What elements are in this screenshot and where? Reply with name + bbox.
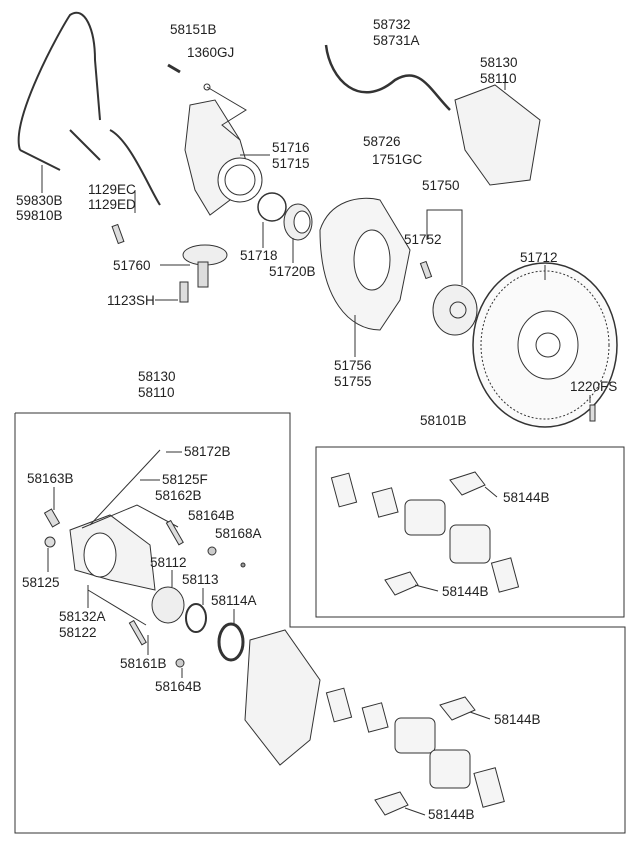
part-label: 58130 xyxy=(138,369,176,384)
part-label: 51720B xyxy=(269,264,316,279)
part-label: 58144B xyxy=(428,807,475,822)
part-label: 58125F xyxy=(162,472,208,487)
part-label: 1129EC xyxy=(88,182,136,197)
part-label: 58101B xyxy=(420,413,467,428)
part-label: 58161B xyxy=(120,656,167,671)
part-label: 51750 xyxy=(422,178,460,193)
part-label: 58144B xyxy=(494,712,541,727)
part-label: 59830B xyxy=(16,193,63,208)
bolt-1220FS xyxy=(589,404,596,422)
part-label: 58122 xyxy=(59,625,97,640)
part-label: 1751GC xyxy=(372,152,423,167)
nut-1360GJ xyxy=(203,83,211,91)
bolt-1123SH xyxy=(179,281,189,303)
part-label: 58732 xyxy=(373,17,411,32)
part-label: 1129ED xyxy=(88,197,136,212)
part-label: 51718 xyxy=(240,248,278,263)
piston xyxy=(151,586,185,624)
part-label: 59810B xyxy=(16,208,63,223)
part-label: 58164B xyxy=(188,508,235,523)
caliper-group-box xyxy=(14,412,626,834)
hub-bolt xyxy=(419,260,433,280)
part-label: 51752 xyxy=(404,232,442,247)
part-label: 58168A xyxy=(215,526,262,541)
knuckle-hub-bore xyxy=(217,157,263,203)
part-label: 58113 xyxy=(182,572,219,587)
caliper-carrier xyxy=(244,629,321,766)
part-label: 58162B xyxy=(155,488,202,503)
bolt-58151B xyxy=(167,63,181,74)
part-label: 58144B xyxy=(503,490,550,505)
part-label: 51712 xyxy=(520,250,558,265)
part-label: 58151B xyxy=(170,22,217,37)
part-label: 51715 xyxy=(272,156,310,171)
part-label: 1123SH xyxy=(107,293,155,308)
part-label: 1360GJ xyxy=(187,45,235,60)
pad-set-kit xyxy=(330,471,520,596)
brake-hose xyxy=(324,44,451,111)
part-label: 58726 xyxy=(363,134,401,149)
part-label: 58172B xyxy=(184,444,231,459)
part-label: 58114A xyxy=(211,593,257,608)
pad-set-lower xyxy=(325,687,505,816)
part-label: 51760 xyxy=(113,258,151,273)
wheel-hub xyxy=(432,284,478,336)
leader-lines xyxy=(41,75,591,816)
upper-caliper xyxy=(454,84,541,186)
part-label: 58144B xyxy=(442,584,489,599)
part-label: 58112 xyxy=(150,555,187,570)
part-label: 58125 xyxy=(22,575,60,590)
part-label: 58110 xyxy=(138,385,175,400)
part-label: 51756 xyxy=(334,358,372,373)
part-label: 51716 xyxy=(272,140,310,155)
piston-seal xyxy=(185,603,207,633)
bolt-1129EC xyxy=(111,223,125,245)
part-label: 58163B xyxy=(27,471,74,486)
piston-boot xyxy=(217,622,245,662)
part-label: 58110 xyxy=(480,71,517,86)
part-label: 1220FS xyxy=(570,379,618,394)
part-label: 58132A xyxy=(59,609,106,624)
abs-sensor-cable xyxy=(17,11,161,206)
snap-ring xyxy=(257,192,287,222)
part-label: 51755 xyxy=(334,374,372,389)
part-label: 58731A xyxy=(373,33,420,48)
part-label: 58130 xyxy=(480,55,518,70)
pad-kit-box xyxy=(315,446,625,618)
part-label: 58164B xyxy=(155,679,202,694)
